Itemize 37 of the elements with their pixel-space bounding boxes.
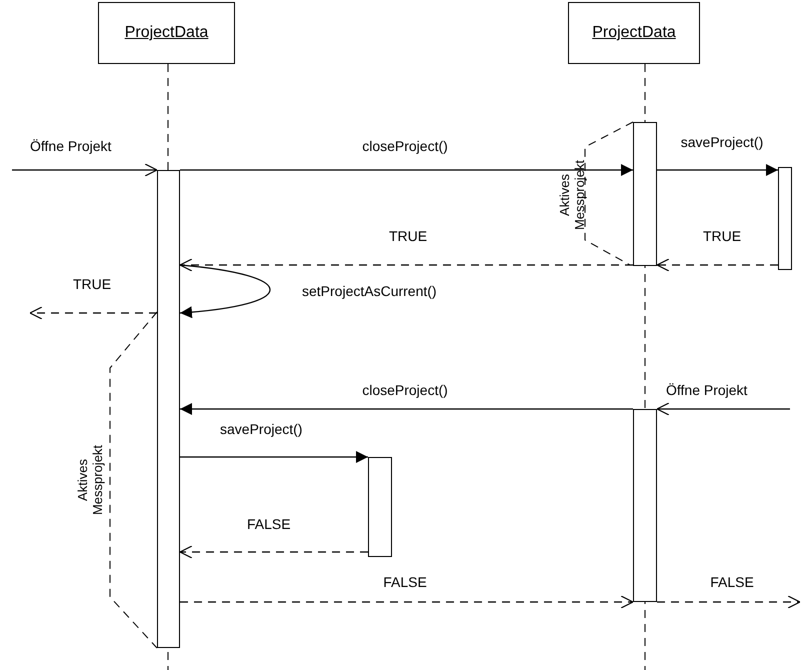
return-arrow — [179, 545, 368, 559]
object-name: ProjectData — [592, 24, 676, 42]
edge-label: TRUE — [70, 276, 114, 292]
activation-bar — [778, 167, 792, 270]
edge-label: FALSE — [708, 574, 756, 590]
edge-label: Öffne Projekt — [664, 382, 750, 398]
note-text: Aktives Messprojekt — [75, 444, 105, 518]
edge-label: saveProject() — [678, 134, 766, 150]
edge-label: saveProject() — [218, 421, 304, 437]
message-arrow — [12, 163, 158, 177]
message-arrow — [656, 402, 790, 416]
edge-label: setProjectAsCurrent() — [300, 283, 439, 299]
edge-label: closeProject() — [360, 138, 450, 154]
edge-label: Öffne Projekt — [28, 138, 114, 154]
return-arrow — [29, 306, 157, 320]
object-name: ProjectData — [124, 24, 208, 42]
activation-bar — [633, 409, 657, 602]
return-arrow — [179, 258, 633, 272]
edge-label: TRUE — [700, 228, 744, 244]
return-arrow — [657, 595, 801, 609]
message-arrow — [180, 403, 633, 415]
message-arrow — [657, 164, 778, 176]
edge-label: FALSE — [245, 516, 293, 532]
activation-bar — [633, 122, 657, 266]
activation-bar — [368, 457, 392, 557]
message-arrow — [180, 264, 270, 318]
activation-bar — [157, 170, 180, 648]
return-arrow — [656, 258, 778, 272]
message-arrow — [180, 451, 368, 463]
edge-label: FALSE — [381, 574, 429, 590]
edge-label: TRUE — [386, 228, 430, 244]
lifeline-head-box — [98, 2, 235, 64]
return-arrow — [180, 595, 634, 609]
edge-label: closeProject() — [360, 382, 450, 398]
note-text: Aktives Messprojekt — [557, 158, 587, 232]
lifeline-head-box — [568, 2, 700, 64]
message-arrow — [180, 164, 633, 176]
